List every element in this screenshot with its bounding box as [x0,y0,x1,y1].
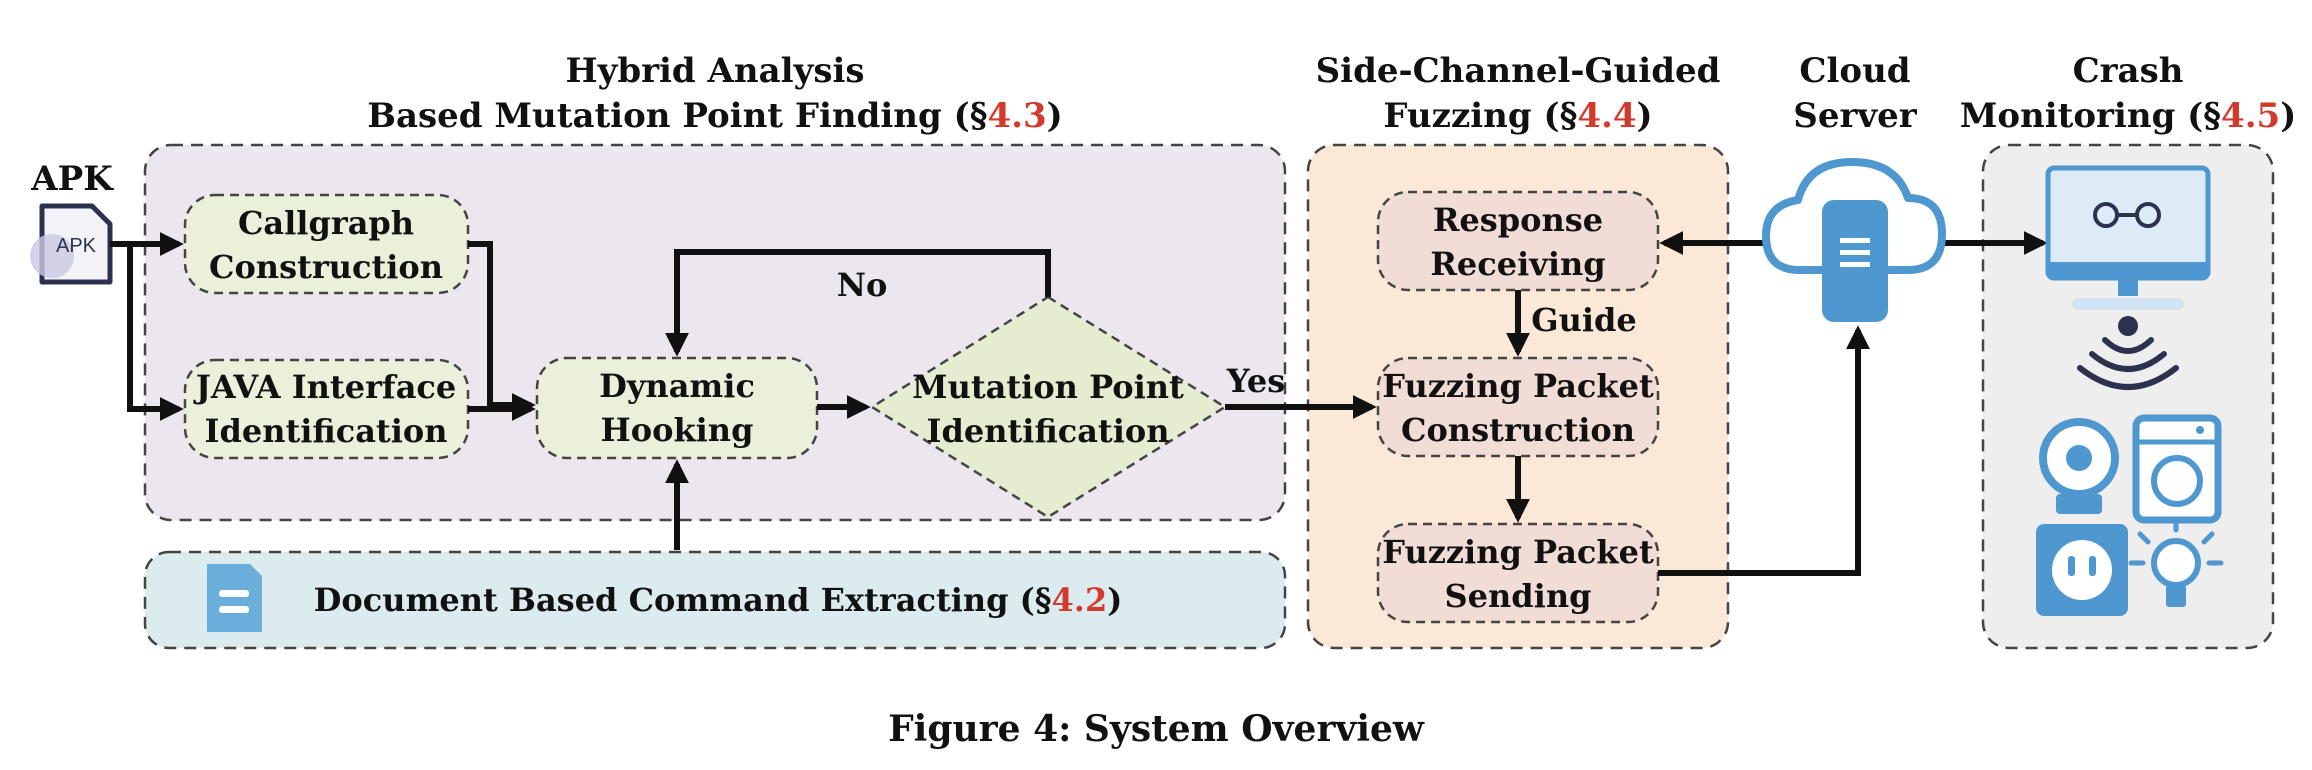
edge-label-yes: Yes [1226,362,1285,400]
fuzzing-packet-sending-node: Fuzzing Packet Sending [1376,522,1660,624]
svg-text:Sending: Sending [1445,577,1592,615]
crash-title-line1: Crash [2073,51,2184,91]
svg-text:Identification: Identification [927,412,1170,450]
washing-machine-icon [2132,414,2222,524]
figure-caption: Figure 4: System Overview [888,708,1425,750]
arrow-apk-to-java [127,244,184,421]
svg-text:Dynamic: Dynamic [599,367,755,405]
response-receiving-node: Response Receiving [1376,190,1660,292]
java-interface-identification-node: JAVA Interface Identification [183,358,470,460]
svg-text:JAVA Interface: JAVA Interface [193,368,457,406]
svg-text:Mutation Point: Mutation Point [912,368,1184,406]
smart-socket-icon [2036,524,2128,616]
document-extracting-label: Document Based Command Extracting (§4.2) [314,581,1123,619]
apk-file-icon: APK [30,203,113,285]
mutation-point-identification-node: Mutation Point Identification [869,295,1228,519]
edge-label-guide: Guide [1531,301,1636,339]
hybrid-title-line2: Based Mutation Point Finding (§4.3) [367,96,1063,136]
svg-text:Identification: Identification [205,412,448,450]
edge-label-no: No [837,266,888,304]
svg-text:Callgraph: Callgraph [238,204,414,242]
cloud-server-icon [1762,158,1946,322]
document-extracting-region [143,550,1287,650]
light-bulb-icon [2128,517,2224,607]
dynamic-hooking-node: Dynamic Hooking [535,356,819,460]
svg-text:Construction: Construction [209,248,443,286]
cloud-title-line2: Server [1793,96,1917,136]
arrow-callgraph-to-hooking [468,241,536,417]
svg-text:Fuzzing Packet: Fuzzing Packet [1382,533,1654,571]
fuzzing-title-line1: Side-Channel-Guided [1316,51,1721,91]
arrow-no-loop [665,249,1051,357]
svg-text:Hooking: Hooking [601,411,754,449]
arrow-sending-to-cloud [1658,325,1870,576]
hybrid-title-line1: Hybrid Analysis [565,51,864,91]
wireless-signal-icon [2077,316,2179,390]
document-icon [207,564,262,632]
callgraph-construction-node: Callgraph Construction [183,193,470,295]
fuzzing-title-line2: Fuzzing (§4.4) [1383,96,1652,136]
apk-label: APK [30,159,114,199]
camera-icon [2039,418,2119,514]
svg-text:Fuzzing Packet: Fuzzing Packet [1382,367,1654,405]
svg-text:Response: Response [1433,201,1603,239]
svg-text:Construction: Construction [1401,411,1635,449]
cloud-title-line1: Cloud [1799,51,1910,91]
flow-arrows [110,231,2048,576]
svg-text:Receiving: Receiving [1430,245,1605,283]
svg-text:APK: APK [56,235,97,257]
crash-title-line2: Monitoring (§4.5) [1960,96,2297,136]
monitor-icon [2045,165,2211,310]
fuzzing-packet-construction-node: Fuzzing Packet Construction [1376,356,1660,458]
